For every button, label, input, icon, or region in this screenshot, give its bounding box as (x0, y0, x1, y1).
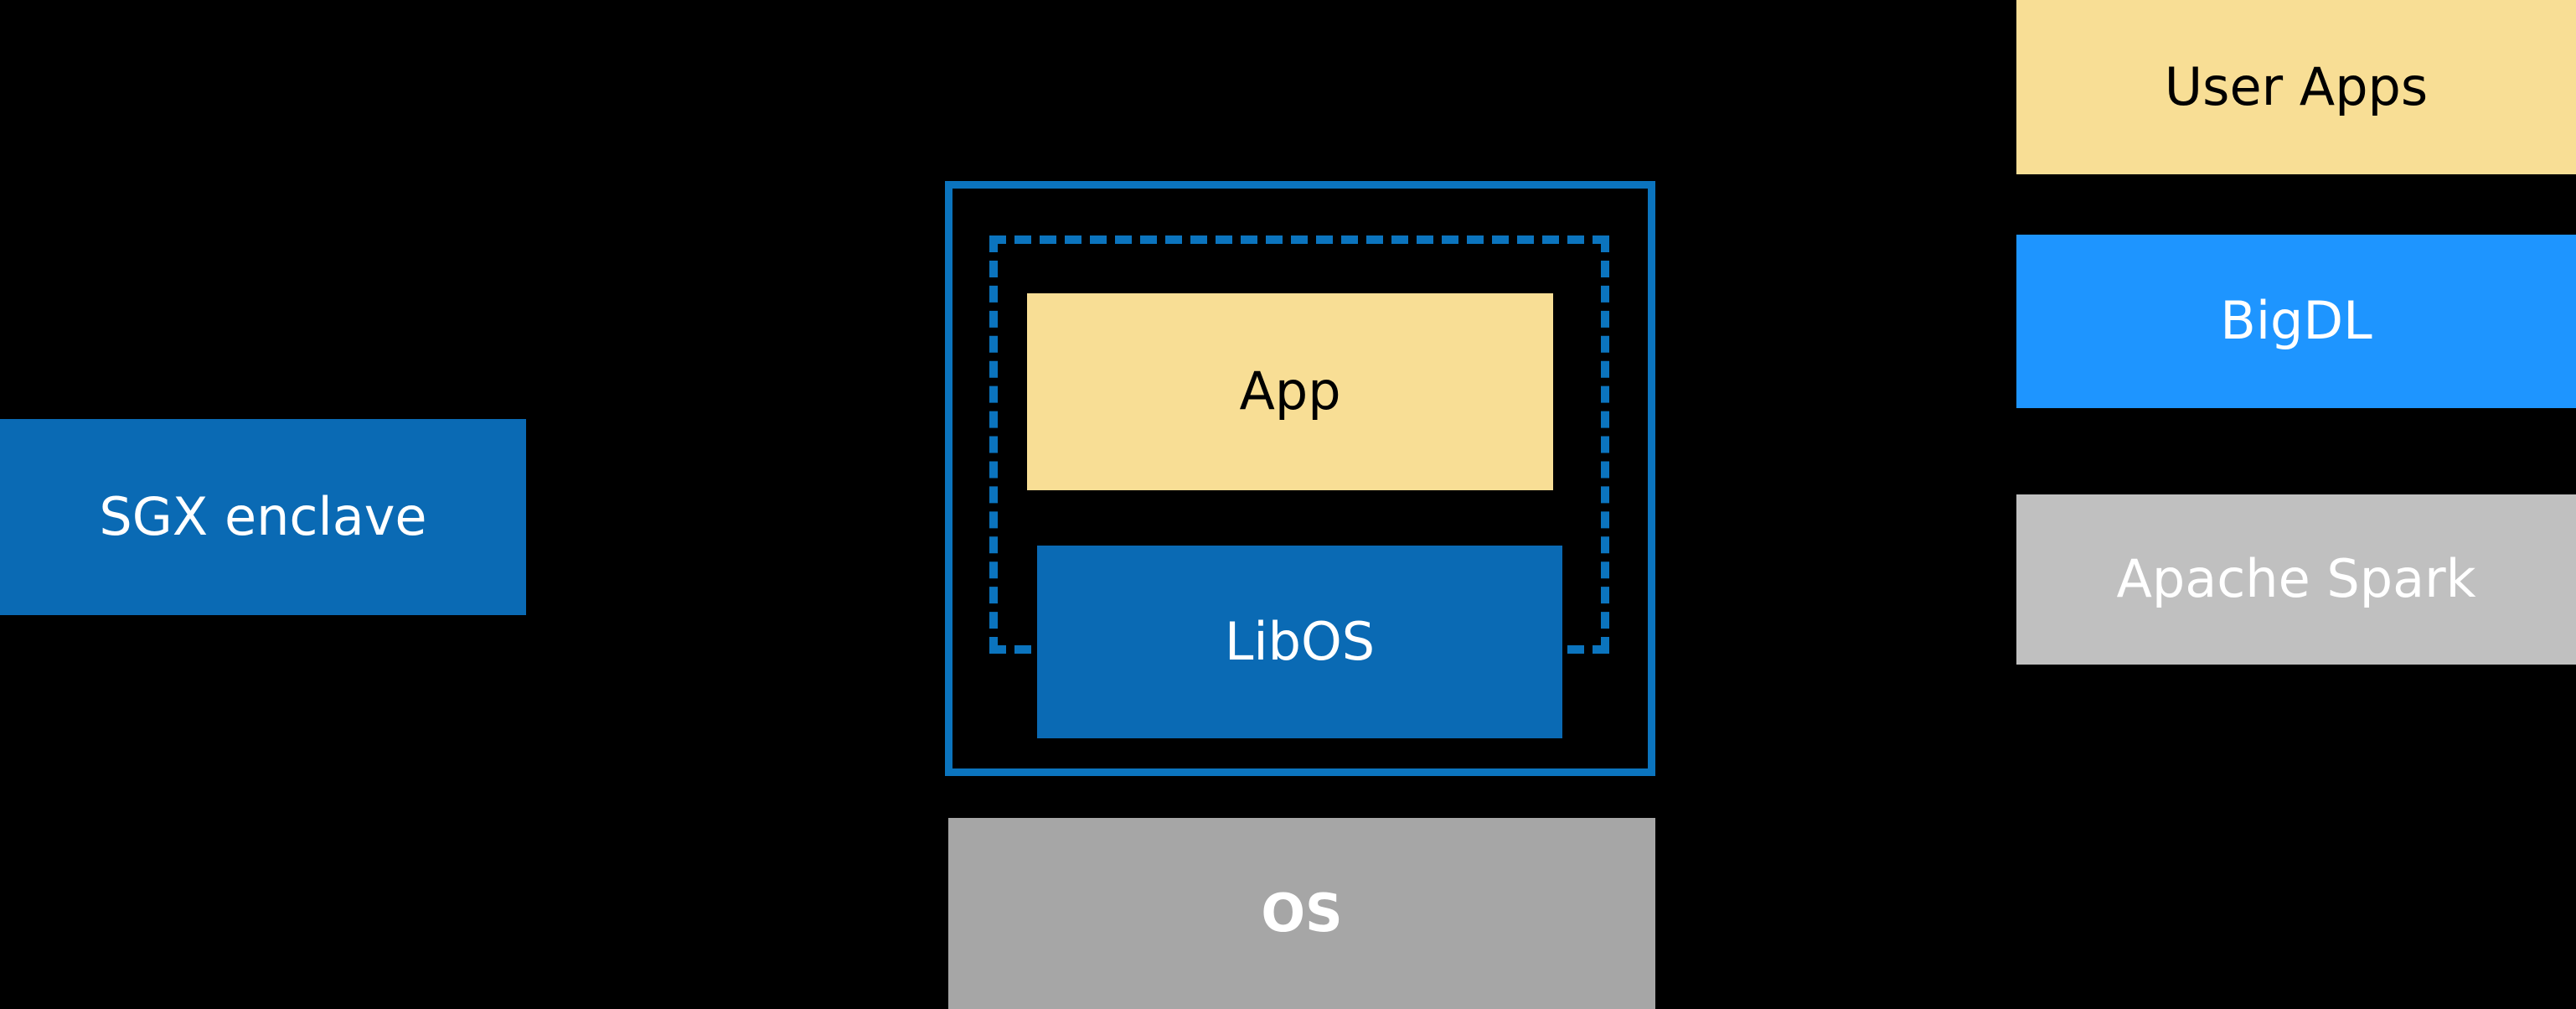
node-libos[interactable]: LibOS (1037, 546, 1562, 738)
node-sgx-enclave[interactable]: SGX enclave (0, 419, 526, 615)
node-apache-spark-label: Apache Spark (2116, 548, 2476, 610)
node-bigdl-label: BigDL (2220, 290, 2372, 352)
node-os-label: OS (1261, 882, 1343, 944)
node-apache-spark[interactable]: Apache Spark (2016, 494, 2576, 665)
node-sgx-enclave-label: SGX enclave (99, 485, 427, 547)
node-libos-label: LibOS (1224, 610, 1376, 672)
node-bigdl[interactable]: BigDL (2016, 235, 2576, 408)
node-user-apps[interactable]: User Apps (2016, 0, 2576, 174)
node-user-apps-label: User Apps (2164, 55, 2429, 117)
node-app-label: App (1239, 360, 1341, 422)
node-app[interactable]: App (1027, 293, 1553, 490)
connector-app-to-bigdl (1663, 516, 2016, 557)
node-os[interactable]: OS (948, 818, 1655, 1009)
container-enclave-outer (945, 181, 1655, 776)
